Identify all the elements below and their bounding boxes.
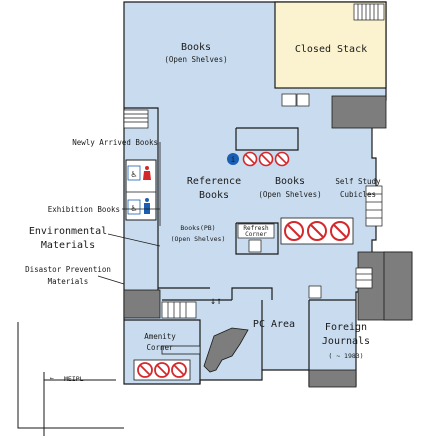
elevator-icon: [248, 93, 322, 299]
callout-environmental-1: Environmental: [29, 226, 107, 237]
right-annex: [383, 251, 413, 321]
info-icon-glyph: i: [231, 155, 236, 164]
foreign-journals-line1: Foreign: [325, 322, 367, 333]
books-pb-line1: Books(PB): [180, 224, 215, 232]
wheelchair-icon: ♿: [131, 170, 137, 180]
no-signs-reference: [242, 151, 290, 167]
no-signs-amenity: [133, 359, 191, 381]
leader-lines: [97, 142, 161, 285]
books-center-sub: (Open Shelves): [258, 190, 321, 199]
reference-line2: Books: [199, 190, 229, 201]
books-pb-line2: (Open Shelves): [171, 235, 226, 243]
restroom-icon: [144, 203, 150, 214]
self-study-line1: Self Study: [335, 177, 381, 186]
exit-label: MEIPL: [64, 375, 84, 383]
self-study-line2: Cubicles: [340, 190, 376, 199]
books-open-sub: (Open Shelves): [164, 55, 227, 64]
closed-stack-title: Closed Stack: [295, 44, 367, 55]
restroom-icon: [143, 171, 151, 180]
callout-disaster-1: Disastor Prevention: [25, 265, 111, 274]
refresh-corner-box: [237, 223, 275, 239]
callout-exhibition: Exhibition Books: [48, 205, 120, 214]
refresh-corner-line1: Refresh: [243, 225, 269, 232]
stairs-icon: [123, 3, 385, 319]
amenity-line1: Amenity: [144, 332, 176, 341]
no-signs-refresh: [280, 217, 354, 245]
callout-disaster-2: Materials: [48, 277, 89, 286]
exit-marker[interactable]: ←: [43, 374, 116, 382]
exit-arrow-icon: ↓↑: [210, 296, 222, 307]
foreign-journals-line3: ( ~ 1983): [328, 352, 363, 360]
exit-arrow-icon: ←: [50, 374, 54, 382]
restroom-block: ♿ ♿: [125, 159, 157, 221]
callout-newly-arrived: Newly Arrived Books: [72, 138, 158, 147]
info-icon[interactable]: [227, 153, 239, 165]
reference-line1: Reference: [187, 176, 241, 187]
foreign-journals-line2: Journals: [322, 336, 370, 347]
site-outline: [17, 322, 124, 429]
callout-environmental-2: Materials: [41, 240, 95, 251]
books-center-title: Books: [275, 176, 305, 187]
pc-area-title: PC Area: [253, 319, 295, 330]
amenity-line2: Corner: [146, 343, 174, 352]
interior-walls: [124, 107, 356, 384]
refresh-corner-line2: Corner: [245, 231, 267, 238]
books-open-title: Books: [181, 42, 211, 53]
